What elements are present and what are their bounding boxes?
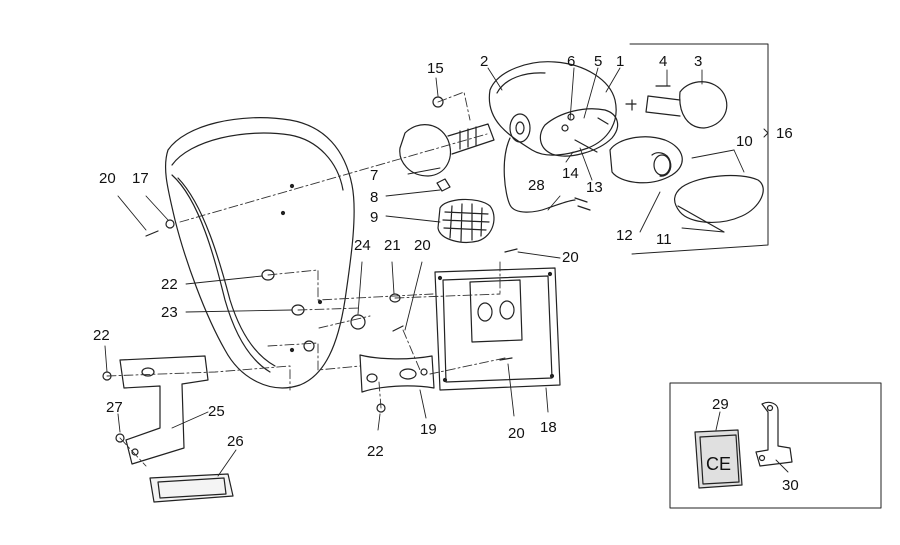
callout-27: 27: [106, 399, 123, 416]
bracket-25: [119, 355, 209, 465]
front-indicator: [399, 123, 495, 243]
callout-15: 15: [427, 60, 444, 77]
callout-29: 29: [712, 396, 729, 413]
ce-mark: CE: [706, 454, 731, 474]
callout-20d: 20: [508, 425, 525, 442]
leader-lines: [104, 67, 789, 477]
callout-1: 1: [616, 53, 624, 70]
callout-24: 24: [354, 237, 371, 254]
callout-3: 3: [694, 53, 702, 70]
callout-6: 6: [567, 53, 575, 70]
callout-7: 7: [370, 167, 378, 184]
callout-20a: 20: [99, 170, 116, 187]
callout-20b: 20: [414, 237, 431, 254]
callout-20c: 20: [562, 249, 579, 266]
callout-25: 25: [208, 403, 225, 420]
callout-17: 17: [132, 170, 149, 187]
callout-5: 5: [594, 53, 602, 70]
callout-labels: 1 2 3 4 5 6 7 8 9 10 11 12 13 14 15 16 1…: [93, 53, 799, 494]
callout-10: 10: [736, 133, 753, 150]
callout-22c: 22: [367, 443, 384, 460]
callout-16: 16: [776, 125, 793, 142]
callout-4: 4: [659, 53, 667, 70]
rear-fender: [164, 117, 355, 389]
callout-22a: 22: [161, 276, 178, 293]
callout-30: 30: [782, 477, 799, 494]
callout-8: 8: [370, 189, 378, 206]
callout-22b: 22: [93, 327, 110, 344]
callout-14: 14: [562, 165, 579, 182]
callout-9: 9: [370, 209, 378, 226]
callout-21: 21: [384, 237, 401, 254]
callout-2: 2: [480, 53, 488, 70]
tail-light-housing: [488, 61, 619, 157]
callout-18: 18: [540, 419, 557, 436]
plate-bracket-19: [359, 354, 435, 393]
inset-box: [669, 382, 882, 509]
callout-28: 28: [528, 177, 545, 194]
callout-23: 23: [161, 304, 178, 321]
rear-indicator-right: [625, 81, 728, 129]
group-bracket-16: [629, 43, 769, 255]
callout-13: 13: [586, 179, 603, 196]
callout-26: 26: [227, 433, 244, 450]
callout-19: 19: [420, 421, 437, 438]
number-plate-holder: [434, 267, 561, 391]
assembly-centre-lines: [106, 91, 506, 467]
lens-assembly: [609, 136, 764, 233]
callout-11: 11: [656, 231, 672, 248]
callout-12: 12: [616, 227, 633, 244]
wiring-harness: [503, 137, 591, 213]
reflector-26: [149, 473, 234, 503]
